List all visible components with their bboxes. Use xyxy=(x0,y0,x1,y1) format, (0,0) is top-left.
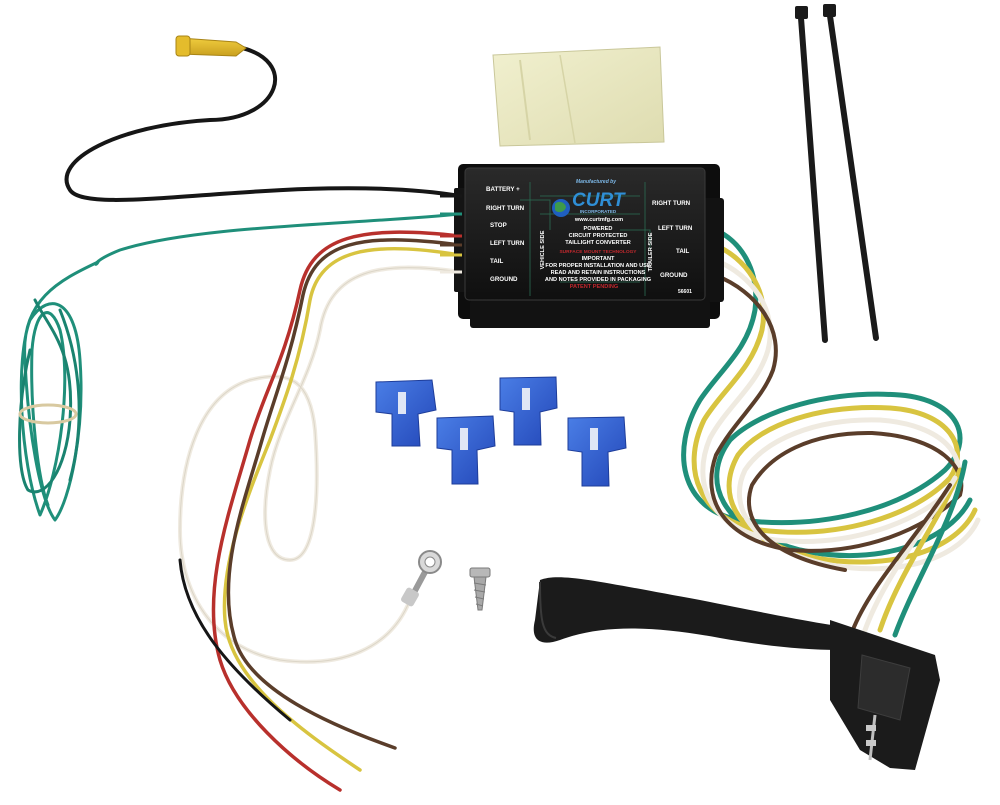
input-wires xyxy=(178,230,462,792)
input-label: TAIL xyxy=(490,258,504,265)
converter-labels: BATTERY + RIGHT TURN STOP LEFT TURN TAIL… xyxy=(486,179,693,295)
output-label: LEFT TURN xyxy=(658,225,693,232)
cable-tie-icon xyxy=(823,4,879,341)
green-wire-coil xyxy=(18,212,462,522)
input-label: LEFT TURN xyxy=(490,240,525,247)
model-number: 56601 xyxy=(678,289,692,295)
input-label: RIGHT TURN xyxy=(486,205,525,212)
4-way-flat-connector-icon xyxy=(533,577,940,770)
quick-splice-icon xyxy=(499,376,558,446)
wire-stubs xyxy=(440,194,462,274)
fuse-holder-wire xyxy=(64,35,462,202)
cable-tie-icon xyxy=(795,6,828,343)
quick-splice-icon xyxy=(436,415,496,485)
converter-module xyxy=(454,164,724,328)
output-label: TAIL xyxy=(676,248,690,255)
notice-line: FOR PROPER INSTALLATION AND USE xyxy=(545,263,651,269)
input-label: GROUND xyxy=(490,276,518,283)
description-line: CIRCUIT PROTECTED xyxy=(569,233,628,239)
brand-top: Manufactured by xyxy=(576,179,616,185)
rubber-band xyxy=(18,403,78,425)
output-label: GROUND xyxy=(660,272,688,279)
notice-line: READ AND RETAIN INSTRUCTIONS xyxy=(551,270,646,276)
quick-splice-icon xyxy=(567,416,627,487)
output-label: RIGHT TURN xyxy=(652,200,691,207)
output-harness xyxy=(681,227,981,638)
notice-line: IMPORTANT xyxy=(582,256,615,262)
vehicle-side-label: VEHICLE SIDE xyxy=(540,230,546,269)
trailer-side-label: TRAILER SIDE xyxy=(648,232,654,271)
notice-line: AND NOTES PROVIDED IN PACKAGING xyxy=(545,277,651,283)
notice-line: SURFACE MOUNT TECHNOLOGY xyxy=(559,249,637,255)
patent-label: PATENT PENDING xyxy=(570,284,619,290)
globe-icon xyxy=(552,199,570,217)
input-label: BATTERY + xyxy=(486,186,520,193)
screw-icon xyxy=(469,567,491,611)
website: www.curtmfg.com xyxy=(574,217,623,223)
brand-logo: CURT xyxy=(572,190,626,211)
ring-terminal-icon xyxy=(401,550,442,607)
adhesive-pad xyxy=(492,46,665,147)
input-label: STOP xyxy=(490,222,507,229)
description-line: TAILLIGHT CONVERTER xyxy=(565,240,630,246)
brand-sub: INCORPORATED xyxy=(580,209,617,214)
description-line: POWERED xyxy=(584,226,613,232)
quick-splice-icon xyxy=(375,379,437,447)
